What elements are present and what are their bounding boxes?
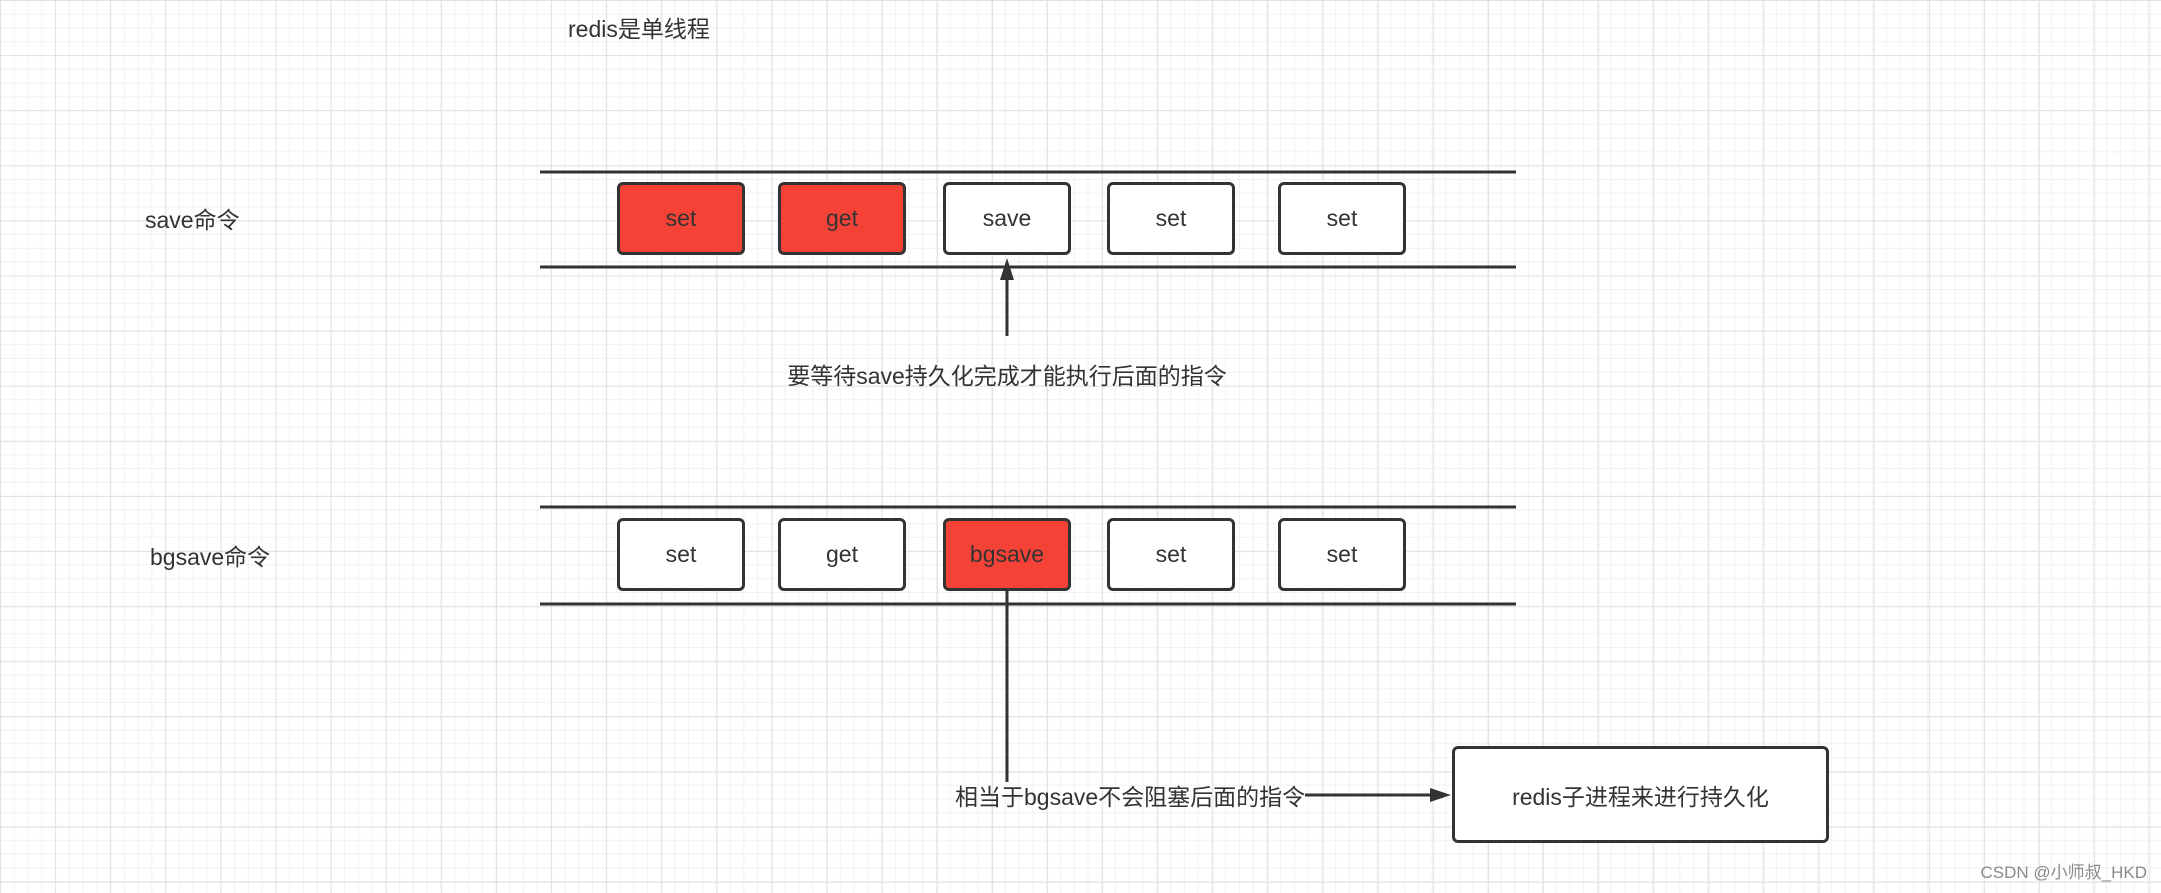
bgsave-row-command-set-2: set [1107, 518, 1235, 591]
save-note: 要等待save持久化完成才能执行后面的指令 [787, 363, 1227, 389]
command-label: set [665, 205, 697, 231]
command-label: set [1326, 541, 1358, 567]
bgsave-row-command-get: get [778, 518, 906, 591]
command-label: save [982, 205, 1032, 231]
save-row-command-set-2: set [1107, 182, 1235, 255]
watermark: CSDN @小师叔_HKD [1980, 863, 2148, 882]
command-label: set [1326, 205, 1358, 231]
save-row-command-save: save [943, 182, 1071, 255]
bgsave-row-command-bgsave: bgsave [943, 518, 1071, 591]
child-process-label: redis子进程来进行持久化 [1512, 783, 1769, 810]
bgsave-row-command-set: set [617, 518, 745, 591]
save-row-command-get: get [778, 182, 906, 255]
command-label: bgsave [969, 541, 1045, 567]
bgsave-row-label: bgsave命令 [150, 544, 271, 570]
save-row-command-set: set [617, 182, 745, 255]
command-label: set [1155, 541, 1187, 567]
command-label: set [665, 541, 697, 567]
command-label: set [1155, 205, 1187, 231]
save-row-label: save命令 [145, 207, 240, 233]
save-row-command-set-3: set [1278, 182, 1406, 255]
child-process-box: redis子进程来进行持久化 [1452, 746, 1829, 843]
bgsave-note: 相当于bgsave不会阻塞后面的指令 [955, 784, 1306, 810]
save-note-arrow-head [1000, 258, 1014, 280]
diagram-title: redis是单线程 [568, 16, 710, 42]
command-label: get [826, 541, 858, 567]
child-process-arrow-head [1430, 788, 1451, 802]
bgsave-row-command-set-3: set [1278, 518, 1406, 591]
command-label: get [826, 205, 858, 231]
